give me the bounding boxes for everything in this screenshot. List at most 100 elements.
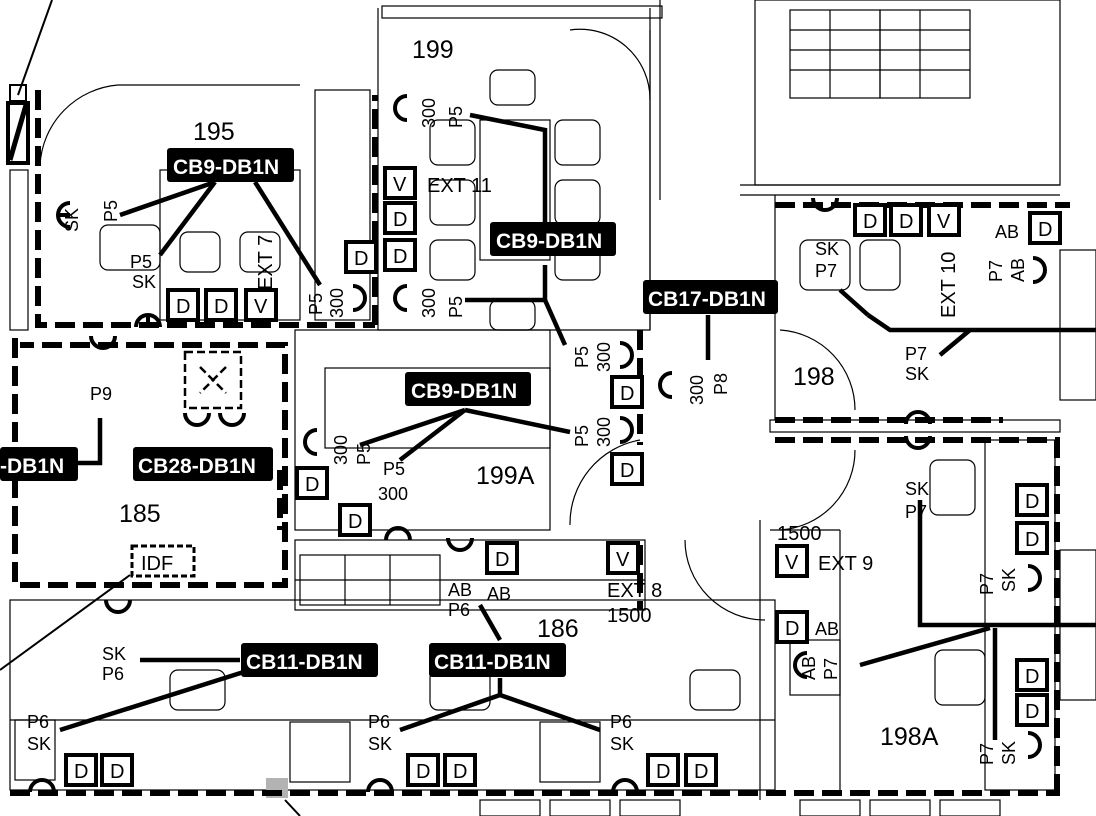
data-outlet-box: D — [64, 753, 98, 787]
d-letter: D — [863, 211, 877, 233]
sk-label: SK — [610, 734, 634, 754]
data-outlet-box: D — [1015, 521, 1049, 555]
p5-label: P5 — [572, 425, 592, 447]
voice-outlet-box: V — [244, 288, 278, 322]
ab-label: AB — [448, 580, 472, 600]
tag-cb28: CB28-DB1N — [138, 455, 256, 478]
p6-label: P6 — [27, 712, 49, 732]
idf-box — [130, 544, 196, 578]
room-198: 198 — [793, 363, 835, 391]
data-outlet-box: D — [646, 753, 680, 787]
sk-label: SK — [999, 741, 1019, 765]
data-outlet-box: D — [344, 240, 378, 274]
tag-cb9-c: CB9-DB1N — [411, 380, 517, 403]
tag-cb11-b: CB11-DB1N — [434, 651, 551, 674]
p6-label: P6 — [368, 712, 390, 732]
data-outlet-box: D — [204, 288, 238, 322]
data-outlet-box: D — [1028, 211, 1062, 245]
ext-10-label: EXT 10 — [938, 252, 960, 318]
d-letter: D — [495, 549, 509, 571]
h300-label: 300 — [419, 98, 439, 128]
h300-label: 300 — [327, 288, 347, 318]
p5-label: P5 — [130, 252, 152, 272]
p5-label: P5 — [446, 106, 466, 128]
ext-11-label: EXT 11 — [427, 175, 492, 197]
data-outlet-box: D — [383, 238, 417, 272]
room-numbers: 199 195 199A 198 185 186 198A — [119, 36, 939, 751]
p6-label: P6 — [448, 600, 470, 620]
d-letter: D — [176, 296, 190, 318]
ab-label: AB — [815, 619, 839, 639]
voice-outlet-box: V — [383, 166, 417, 200]
d-letter: D — [899, 211, 913, 233]
d-letter: D — [393, 246, 407, 268]
room-199: 199 — [412, 36, 454, 64]
d-letter: D — [348, 511, 362, 533]
architectural-linework — [9, 0, 1096, 816]
idf-label: IDF — [141, 553, 173, 575]
sk-label: SK — [27, 734, 51, 754]
sk-label: SK — [815, 239, 839, 259]
v-letter: V — [393, 174, 407, 196]
data-outlet-box: D — [338, 503, 372, 537]
tag-cb9-b: CB9-DB1N — [496, 230, 602, 253]
d-letter: D — [416, 761, 430, 783]
room-199a: 199A — [476, 462, 535, 490]
sk-label: SK — [368, 734, 392, 754]
tag-cb11-a: CB11-DB1N — [246, 651, 363, 674]
data-outlet-box: D — [1015, 483, 1049, 517]
ab-label: AB — [995, 222, 1019, 242]
p6-label: P6 — [102, 664, 124, 684]
v-letter: V — [616, 549, 630, 571]
data-outlet-box: D — [610, 452, 644, 486]
sk-label: SK — [102, 644, 126, 664]
v-letter: V — [785, 552, 799, 574]
p5-label: P5 — [354, 443, 374, 465]
p5-label: P5 — [101, 200, 121, 222]
ab-label: AB — [1008, 258, 1028, 282]
p9-label: P9 — [90, 384, 112, 404]
p7-label: P7 — [905, 502, 927, 522]
d-letter: D — [354, 248, 368, 270]
d-letter: D — [1025, 701, 1039, 723]
v-letter: V — [937, 211, 951, 233]
d-letter: D — [1038, 219, 1052, 241]
sk-label: SK — [905, 364, 929, 384]
data-outlet-box: D — [889, 203, 923, 237]
d-letter: D — [1025, 529, 1039, 551]
data-outlet-box: D — [100, 753, 134, 787]
p6-label: P6 — [610, 712, 632, 732]
d-letter: D — [620, 460, 634, 482]
data-outlet-box: D — [1015, 658, 1049, 692]
p7-label: P7 — [977, 743, 997, 765]
d-letter: D — [393, 209, 407, 231]
d-letter: D — [74, 761, 88, 783]
room-185: 185 — [119, 500, 161, 528]
room-198a: 198A — [880, 723, 939, 751]
voice-outlet-box: V — [775, 544, 809, 578]
d-letter: D — [1025, 666, 1039, 688]
n1500-label-a: 1500 — [607, 605, 652, 627]
sk-label: SK — [999, 568, 1019, 592]
v-letter: V — [254, 296, 268, 318]
d-letter: D — [694, 761, 708, 783]
room-195: 195 — [193, 118, 235, 146]
tag-cb9-a: CB9-DB1N — [173, 156, 279, 179]
outlet-symbols — [28, 94, 1047, 793]
ab-label: AB — [799, 656, 819, 680]
ext-7-label: EXT 7 — [255, 235, 277, 290]
p7-label: P7 — [986, 260, 1006, 282]
h300-label: 300 — [687, 375, 707, 405]
p7-label: P7 — [821, 658, 841, 680]
n1500-label-b: 1500 — [777, 523, 822, 545]
tag-cb17: CB17-DB1N — [648, 288, 766, 311]
d-letter: D — [305, 474, 319, 496]
p7-label: P7 — [905, 344, 927, 364]
ext-9-label: EXT 9 — [818, 553, 873, 575]
p7-label: P7 — [815, 261, 837, 281]
sk-label: SK — [132, 272, 156, 292]
p5-label: P5 — [446, 296, 466, 318]
